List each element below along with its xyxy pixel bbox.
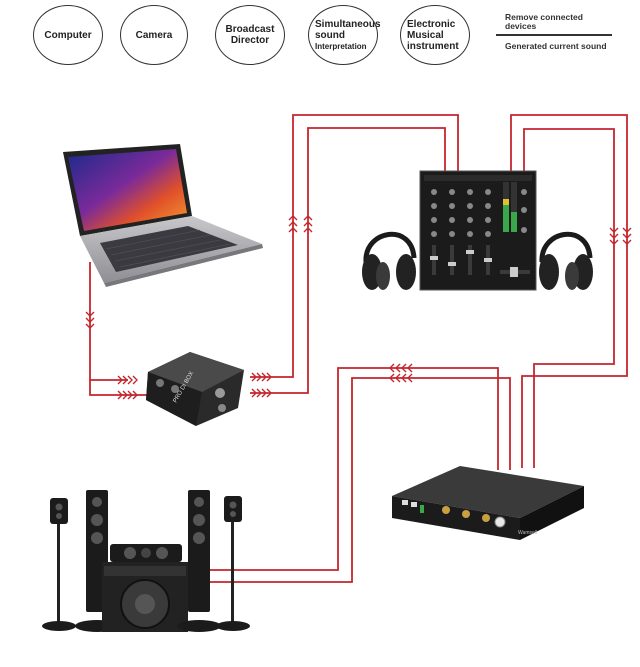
cable-laptop-di-2 [89, 380, 148, 396]
category-simultaneous-label: Simultaneous sound [315, 18, 381, 41]
cable-mixer-interface-2 [523, 128, 615, 468]
category-camera: Camera [120, 5, 188, 65]
signal-arrows [85, 215, 632, 400]
cables [89, 114, 628, 583]
category-director-label: Director [230, 35, 270, 46]
headphones-left [362, 231, 417, 290]
laptop [63, 144, 263, 287]
audio-interface: Wamsell [392, 466, 584, 540]
cable-di-mixer-1 [250, 114, 459, 378]
dj-mixer [419, 170, 537, 291]
interface-brand: Wamsell [518, 530, 537, 536]
legend-generated-current: Generated current sound [505, 41, 607, 51]
category-computer: Computer [33, 5, 103, 65]
di-box: PRO DI BOX [146, 352, 244, 426]
category-electronic-label: Electronic [407, 18, 456, 30]
category-computer-label: Computer [44, 29, 92, 41]
cable-mixer-interface-1 [510, 114, 628, 468]
category-broadcast-label: Broadcast [225, 24, 275, 35]
legend-line-remove [496, 34, 612, 36]
category-musical-label: Musical instrument [407, 29, 459, 52]
headphones-right [539, 231, 593, 290]
cable-interface-speaker-2 [208, 377, 511, 583]
cable-di-mixer-2 [250, 127, 446, 394]
category-camera-label: Camera [135, 29, 173, 41]
category-interpretation-label: Interpretation [315, 41, 367, 51]
speaker-system [42, 490, 250, 632]
cable-interface-speaker-1 [208, 367, 499, 571]
